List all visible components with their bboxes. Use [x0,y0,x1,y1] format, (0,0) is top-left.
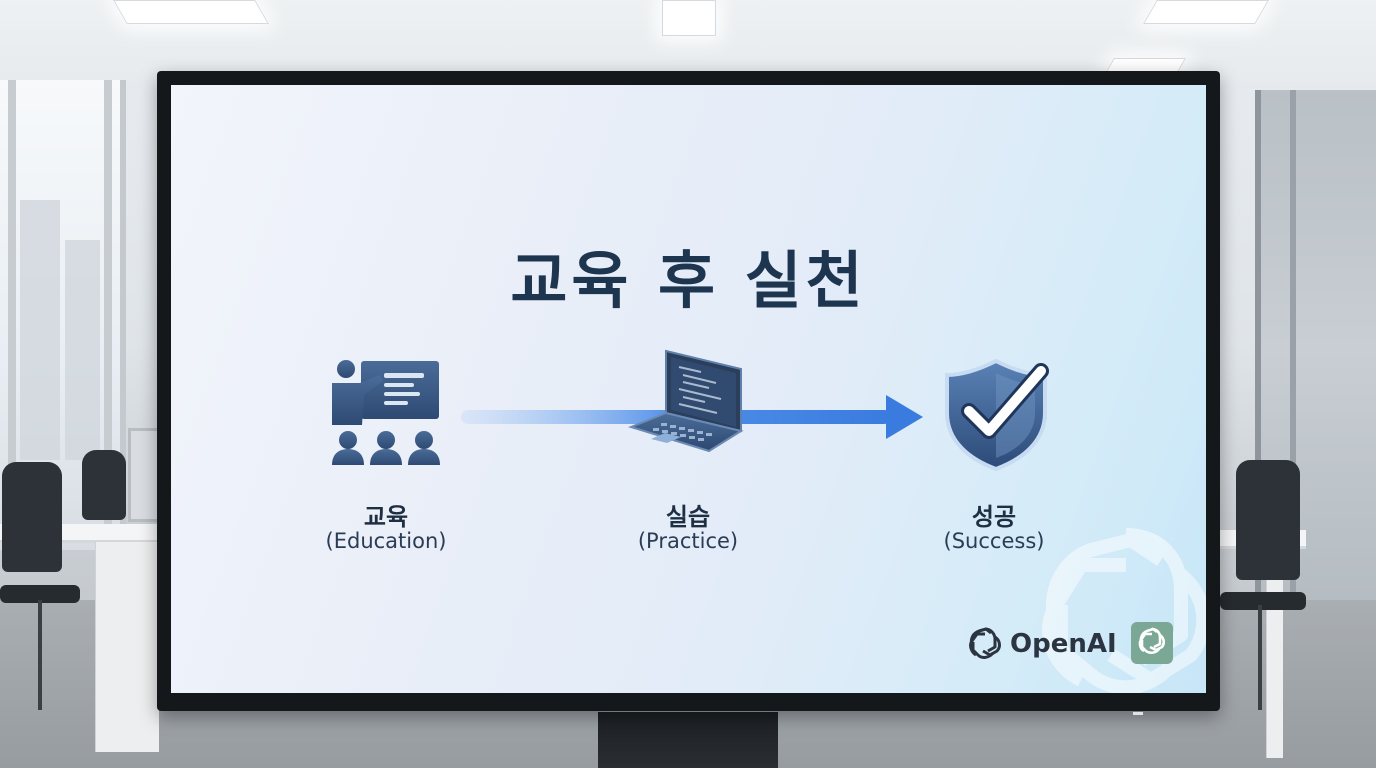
step-sublabel-practice: (Practice) [637,529,739,553]
laptop-code-icon [627,349,744,453]
shield-check-icon [945,358,1049,472]
chair-leg [1258,605,1262,710]
distant-building [20,200,60,460]
step-label-education: 교육 [363,503,409,531]
ceiling-light [662,0,716,36]
monitor-stand [598,712,778,768]
desk-cabinet [95,542,159,752]
office-chair [82,450,126,520]
openai-watermark-icon [1042,528,1206,693]
ceiling-light [113,0,269,24]
brand-name: OpenAI [1010,629,1117,659]
openai-badge [1131,622,1173,664]
openai-brand: OpenAI [966,625,1117,663]
teacher-classroom-icon [332,360,440,465]
window-frame [104,80,112,550]
distant-building [65,240,100,460]
ceiling-light [1105,58,1187,72]
step-sublabel-success: (Success) [943,529,1045,553]
office-chair [1236,460,1300,580]
power-indicator [1133,712,1143,715]
step-label-success: 성공 [971,503,1017,531]
ceiling-light [1143,0,1269,24]
chair-seat [0,585,80,603]
chair-leg [38,600,42,710]
presentation-slide: 교육 후 실천 [171,85,1206,693]
glass-frame [1290,90,1296,610]
background-monitor [128,428,160,522]
openai-logo-icon [969,627,1001,659]
openai-logo-icon [1138,627,1166,655]
step-label-practice: 실습 [665,503,711,531]
step-sublabel-education: (Education) [325,529,447,553]
office-chair [2,462,62,572]
chair-seat [1220,592,1306,610]
slide-title: 교육 후 실천 [510,244,867,317]
window-frame [8,80,16,550]
